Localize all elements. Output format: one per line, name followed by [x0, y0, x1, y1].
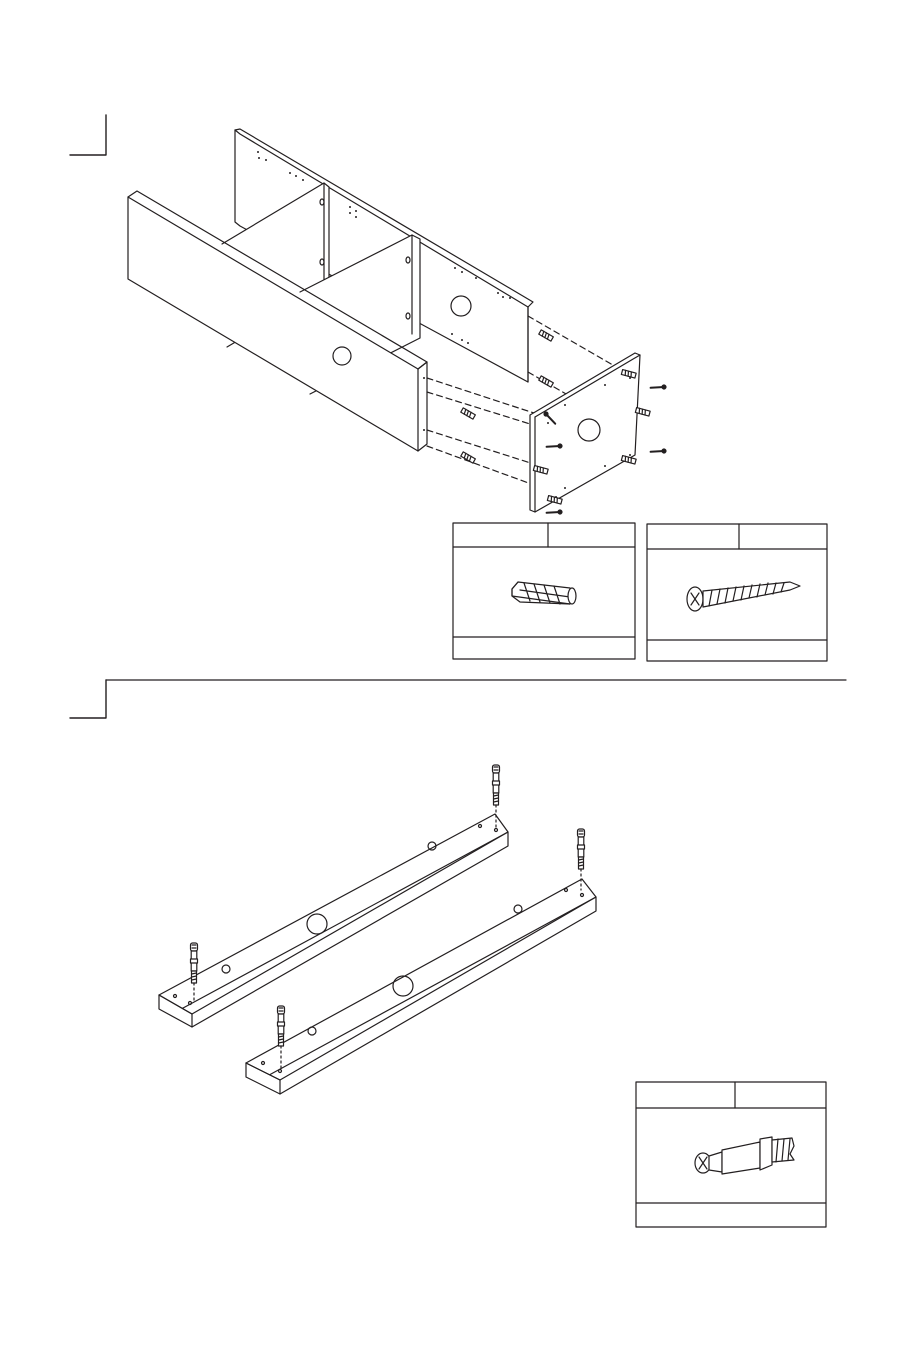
cam-bolt-icon — [695, 1137, 794, 1174]
step-2-number-frame — [70, 680, 106, 718]
step-1-number-frame — [70, 115, 106, 155]
wood-dowel-icon — [512, 582, 576, 604]
base-rail — [159, 814, 508, 1027]
wood-screw-icon — [687, 582, 800, 611]
step-1 — [70, 115, 827, 661]
part-box-cam-bolt — [636, 1082, 826, 1227]
part-box-screw — [647, 524, 827, 661]
part-box-dowel — [453, 523, 635, 659]
cabinet-carcass — [128, 129, 533, 451]
side-panel — [530, 353, 640, 512]
step-2 — [70, 680, 826, 1227]
base-rail — [246, 879, 596, 1094]
